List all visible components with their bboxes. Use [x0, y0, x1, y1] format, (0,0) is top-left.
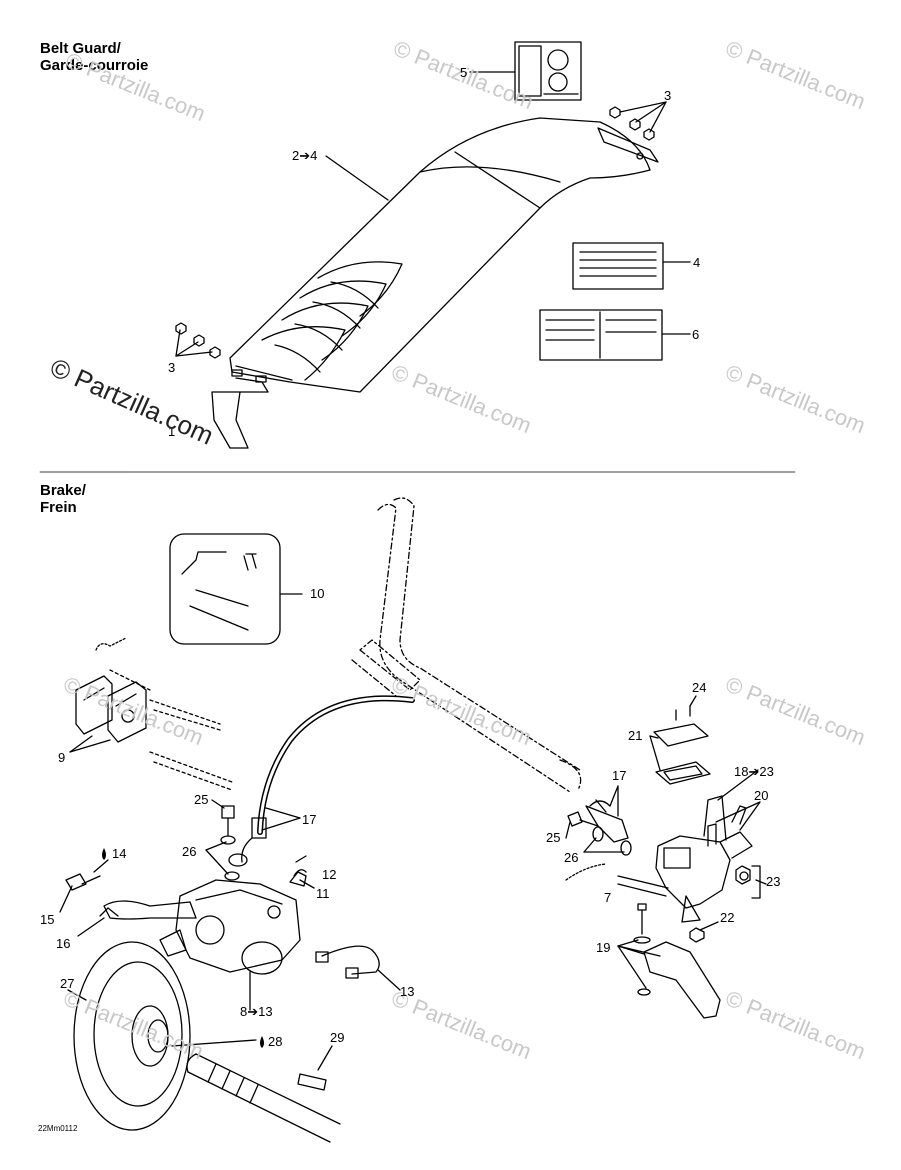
callout-3: 3 [664, 88, 671, 103]
callout-15: 15 [40, 912, 54, 927]
callout-8-13: 8➔13 [240, 1004, 273, 1019]
callout-18-23: 18➔23 [734, 764, 774, 779]
callout-23: 23 [766, 874, 780, 889]
decal-6 [539, 309, 663, 361]
callout-6: 6 [692, 327, 699, 342]
callout-25: 25 [546, 830, 560, 845]
callout-11: 11 [316, 886, 330, 901]
watermarks: © Partzilla.com © Partzilla.com © Partzi… [60, 35, 869, 1064]
bolt-15-bracket-16 [59, 859, 197, 937]
callout-14: 14 [112, 846, 126, 861]
callout-21: 21 [628, 728, 642, 743]
drop-icons [102, 848, 264, 1048]
brake-title: Brake/ Frein [40, 482, 86, 516]
watermark: © Partzilla.com [722, 359, 869, 438]
watermark: © Partzilla.com [722, 985, 869, 1064]
brake-lever-19 [617, 903, 721, 1019]
watermark: © Partzilla.com [722, 35, 869, 114]
brake-line-13 [315, 945, 401, 991]
callout-4: 4 [693, 255, 700, 270]
callouts: 1 2➔4 3 3 4 5 6 7 8➔13 9 10 11 12 13 14 … [40, 65, 780, 1049]
callout-3: 3 [168, 360, 175, 375]
brake-title-en: Brake/ [40, 482, 86, 499]
kit-box-10 [169, 533, 303, 645]
callout-16: 16 [56, 936, 70, 951]
callout-10: 10 [310, 586, 324, 601]
callout-28: 28 [268, 1034, 282, 1049]
decal-4 [572, 242, 664, 290]
callout-17: 17 [612, 768, 626, 783]
belt-guard-title-fr: Garde-courroie [40, 57, 149, 74]
callout-24: 24 [692, 680, 706, 695]
brake-pads-9 [69, 637, 233, 791]
drop-icon [102, 848, 106, 860]
brake-hose-17 [241, 695, 415, 863]
callout-1: 1 [168, 424, 175, 439]
belt-guard-title-en: Belt Guard/ [40, 40, 121, 57]
handlebar [351, 497, 582, 793]
brake-title-fr: Frein [40, 499, 77, 516]
callout-5: 5 [460, 65, 467, 80]
nuts-3-top [609, 106, 655, 141]
shaft-28 [171, 1039, 341, 1143]
callout-25: 25 [194, 792, 208, 807]
hose-end-17-right [585, 785, 629, 843]
watermark: © Partzilla.com [388, 359, 535, 438]
master-cylinder-18-23 [617, 795, 767, 923]
drawing-code: 22Mm0112 [38, 1124, 78, 1133]
decal-5 [514, 41, 582, 101]
belt-guard-title: Belt Guard/ Garde-courroie [40, 40, 148, 74]
callout-2-4: 2➔4 [292, 148, 317, 163]
key-29 [297, 1045, 333, 1091]
banjo-bolt-25-left [205, 799, 248, 881]
callout-9: 9 [58, 750, 65, 765]
callout-27: 27 [60, 976, 74, 991]
drop-icon [260, 1036, 264, 1048]
belt-guard-part [211, 117, 659, 449]
nuts-3-bottom [175, 322, 221, 359]
watermark: © Partzilla.com [388, 671, 535, 750]
caliper-8-13 [159, 855, 315, 1011]
callout-20: 20 [754, 788, 768, 803]
reservoir-cover-21 [649, 723, 711, 785]
callout-12: 12 [322, 867, 336, 882]
banjo-bolt-25-right [565, 811, 632, 881]
callout-26: 26 [182, 844, 196, 859]
screws-24 [675, 695, 697, 721]
callout-26: 26 [564, 850, 578, 865]
callout-13: 13 [400, 984, 414, 999]
callout-7: 7 [604, 890, 611, 905]
brake-disc-27 [67, 941, 191, 1131]
callout-22: 22 [720, 910, 734, 925]
watermark: © Partzilla.com [722, 671, 869, 750]
callout-19: 19 [596, 940, 610, 955]
callout-29: 29 [330, 1030, 344, 1045]
watermark: © Partzilla.com [62, 47, 209, 126]
callout-17: 17 [302, 812, 316, 827]
